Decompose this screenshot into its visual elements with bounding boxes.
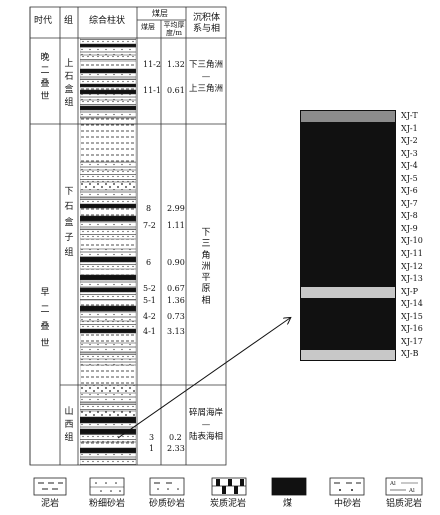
sample-label: XJ-16 xyxy=(401,324,423,334)
seam-thickness: 2.99 xyxy=(167,204,185,213)
facies-line: 上三角洲 xyxy=(188,83,223,94)
medium-sandstone-icon xyxy=(329,477,365,496)
coal-icon xyxy=(271,477,307,496)
seam-thickness: 2.33 xyxy=(167,444,185,453)
facies-line: 下三角洲 xyxy=(188,60,223,70)
seam-id: 4-2 xyxy=(143,312,156,321)
seam-thickness: 3.13 xyxy=(167,327,185,336)
era-early-permian: 早 二 叠 世 xyxy=(40,288,50,350)
facies-line: 陆表海相 xyxy=(188,431,223,442)
sample-label: XJ-B xyxy=(401,349,419,359)
header-group: 组 xyxy=(64,16,74,26)
seam-id: 4-1 xyxy=(143,327,156,336)
group-upper-shihezi: 上 石 盒 组 xyxy=(64,59,74,109)
sample-label: XJ-12 xyxy=(401,261,423,271)
sample-label: XJ-3 xyxy=(401,148,418,158)
sample-label: XJ-1 xyxy=(401,123,418,133)
connection-arrow xyxy=(117,0,440,439)
legend-label: 砂质砂岩 xyxy=(149,499,186,509)
legend: Al Al 泥岩 粉细砂岩 砂质砂岩 炭质泥岩 煤 中砂岩 铝质泥岩 xyxy=(28,476,428,510)
legend-label: 铝质泥岩 xyxy=(386,499,423,509)
bauxitic-mudstone-icon: Al Al xyxy=(385,477,423,496)
al-mark: Al xyxy=(408,488,415,494)
seam-thickness: 0.2 xyxy=(169,433,182,442)
seam-thickness: 0.61 xyxy=(167,86,185,95)
sample-band-bottom xyxy=(301,350,395,360)
sample-label: XJ-2 xyxy=(401,136,418,146)
seam-thickness: 1.32 xyxy=(167,60,185,69)
stratigraphic-table-frame xyxy=(29,6,227,466)
sample-band-parting xyxy=(301,287,395,298)
seam-thickness: 1.36 xyxy=(167,296,185,305)
sample-label: XJ-10 xyxy=(401,236,423,246)
sample-label: XJ-T xyxy=(401,111,418,120)
seam-thickness: 1.11 xyxy=(167,221,185,230)
legend-label: 炭质泥岩 xyxy=(210,499,247,509)
facies-lower-delta-plain: 下 三 角 洲 平 原 相 xyxy=(201,228,211,306)
seam-id: 11-1 xyxy=(143,86,161,95)
sample-strip xyxy=(300,110,396,361)
sample-label: XJ-15 xyxy=(401,311,423,321)
header-facies: 沉积体 系与相 xyxy=(192,13,220,34)
sample-label: XJ-8 xyxy=(401,211,418,221)
carbonaceous-mudstone-icon xyxy=(211,477,247,496)
sample-band-top xyxy=(301,111,395,122)
header-seam: 煤层 xyxy=(141,23,155,31)
sample-label: XJ-13 xyxy=(401,274,423,284)
legend-label: 煤 xyxy=(283,499,293,509)
facies-line: — xyxy=(201,419,211,430)
facies-line: — xyxy=(201,71,211,82)
sample-label: XJ-5 xyxy=(401,173,418,183)
legend-label: 中砂岩 xyxy=(334,499,362,509)
facies-delta: 下三角洲 — 上三角洲 xyxy=(186,60,226,96)
sample-label: XJ-11 xyxy=(401,249,423,259)
sample-label: XJ-7 xyxy=(401,198,418,208)
seam-thickness: 0.67 xyxy=(167,284,185,293)
sample-band-coal-upper xyxy=(301,122,395,287)
seam-id: 5-1 xyxy=(143,296,156,305)
sample-labels: XJ-T XJ-1 XJ-2 XJ-3 XJ-4 XJ-5 XJ-6 XJ-7 … xyxy=(401,110,423,361)
facies-clastic-coast: 碎屑海岸 — 陆表海相 xyxy=(186,408,226,444)
sample-label: XJ-9 xyxy=(401,223,418,233)
sample-label: XJ-6 xyxy=(401,186,418,196)
legend-swatches: Al Al xyxy=(33,477,423,496)
seam-id: 1 xyxy=(149,444,155,453)
legend-label: 粉细砂岩 xyxy=(89,499,126,509)
seam-thickness: 0.90 xyxy=(167,258,185,267)
seam-id: 6 xyxy=(146,258,152,267)
sandy-sandstone-icon xyxy=(149,477,185,496)
sample-label: XJ-17 xyxy=(401,336,423,346)
seam-id: 8 xyxy=(146,204,152,213)
fine-sandstone-icon xyxy=(89,477,125,496)
mudstone-icon xyxy=(33,477,67,496)
seam-id: 5-2 xyxy=(143,284,156,293)
seam-id: 11-2 xyxy=(143,60,161,69)
sample-label: XJ-14 xyxy=(401,299,423,309)
lithology-column xyxy=(80,38,136,465)
group-shanxi: 山 西 组 xyxy=(64,407,74,444)
seam-id: 7-2 xyxy=(143,221,156,230)
era-late-permian: 晚 二 叠 世 xyxy=(40,53,50,103)
sample-band-coal-lower xyxy=(301,298,395,350)
group-lower-shihezi: 下 石 盒 子 组 xyxy=(64,187,74,259)
seam-thickness: 0.73 xyxy=(167,312,185,321)
facies-line: 碎屑海岸 xyxy=(188,408,223,418)
header-column: 综合柱状 xyxy=(89,16,126,26)
seam-id: 3 xyxy=(149,433,155,442)
header-thickness: 平均厚 度/m xyxy=(163,21,185,38)
header-era: 时代 xyxy=(34,16,53,26)
al-mark: Al xyxy=(389,481,396,487)
legend-label: 泥岩 xyxy=(41,499,60,509)
sample-label: XJ-P xyxy=(401,286,418,296)
header-coal-seam-group: 煤层 xyxy=(152,9,168,18)
sample-label: XJ-4 xyxy=(401,161,418,171)
